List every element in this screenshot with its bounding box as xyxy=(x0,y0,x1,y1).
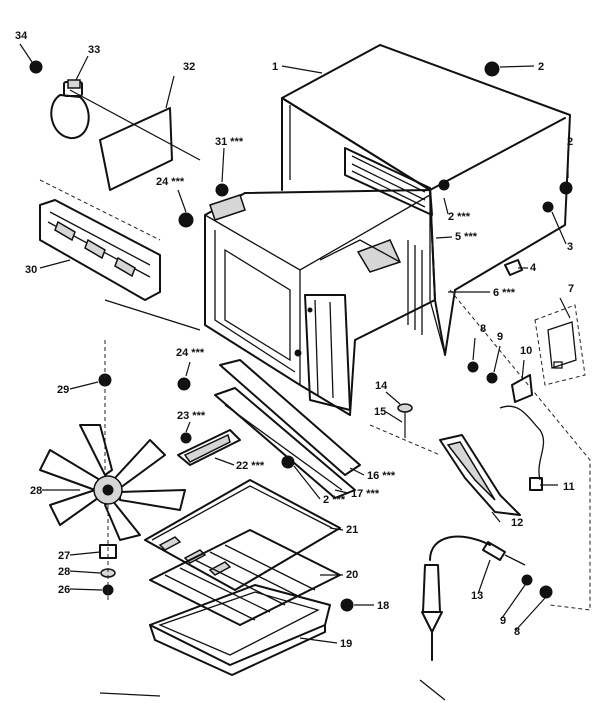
convection-fan xyxy=(39,299,201,600)
callout-c5: 5 *** xyxy=(455,231,478,243)
lamp-cover-plate xyxy=(99,107,173,191)
callout-c15: 15 xyxy=(374,406,386,418)
callout-c36: 8 xyxy=(514,626,520,638)
callout-c23: 23 *** xyxy=(177,410,206,422)
callout-c26: 26 xyxy=(58,584,70,596)
rack-rails xyxy=(214,359,361,499)
callout-c32: 32 xyxy=(183,61,195,73)
callout-c9: 9 xyxy=(497,331,503,343)
callout-c35: 9 xyxy=(500,615,506,627)
temperature-probe xyxy=(421,535,553,661)
callout-c20: 20 xyxy=(346,569,358,581)
callout-c18: 18 xyxy=(377,600,389,612)
callout-c31: 31 *** xyxy=(215,136,244,148)
control-panel xyxy=(534,304,586,386)
callout-c21: 21 xyxy=(346,524,358,536)
callout-c24a: 24 *** xyxy=(176,347,205,359)
callout-c13: 13 xyxy=(471,590,483,602)
callout-c2c: 2 *** xyxy=(448,211,471,223)
callout-c22: 22 *** xyxy=(236,460,265,472)
cabinet-screws xyxy=(438,61,573,276)
callout-c17: 17 *** xyxy=(351,488,380,500)
callout-c33: 33 xyxy=(88,44,100,56)
callout-c34: 34 xyxy=(15,30,28,42)
callout-c28b: 28 xyxy=(30,485,42,497)
crumb-tray xyxy=(144,479,341,591)
oven-lamp xyxy=(29,60,201,161)
callout-c7: 7 xyxy=(568,283,574,295)
callout-c29: 29 xyxy=(57,384,69,396)
bracket-assembly xyxy=(177,377,241,466)
broil-pan xyxy=(149,584,354,676)
outer-cabinet xyxy=(281,44,571,356)
callout-c2a: 2 xyxy=(538,61,544,73)
control-knobs-wiring xyxy=(449,289,591,611)
callout-c27: 27 xyxy=(58,550,70,562)
callout-c19: 19 xyxy=(340,638,352,650)
callout-c14: 14 xyxy=(375,380,388,392)
callout-c24b: 24 *** xyxy=(156,176,185,188)
heating-element xyxy=(39,179,161,301)
callout-c16: 16 *** xyxy=(367,470,396,482)
probe-screw xyxy=(369,403,441,456)
callout-c8: 8 xyxy=(480,323,486,335)
callout-c12: 12 xyxy=(511,517,523,529)
oven-cavity xyxy=(204,189,436,416)
callout-c4: 4 xyxy=(530,262,537,274)
scan-marks xyxy=(99,679,446,701)
callout-c1: 1 xyxy=(272,61,278,73)
mounting-screws-top xyxy=(178,183,246,228)
callout-c10: 10 xyxy=(520,345,532,357)
callout-c3: 3 xyxy=(567,241,573,253)
callout-c25: 2 *** xyxy=(323,494,346,506)
leader-lines xyxy=(19,43,571,644)
callout-c28a: 28 xyxy=(58,566,70,578)
callout-c2b: 2 xyxy=(567,136,573,148)
callout-c6: 6 *** xyxy=(493,287,516,299)
callout-c11: 11 xyxy=(563,481,575,493)
deflector-shield xyxy=(439,434,521,516)
callout-c30: 30 xyxy=(25,264,37,276)
